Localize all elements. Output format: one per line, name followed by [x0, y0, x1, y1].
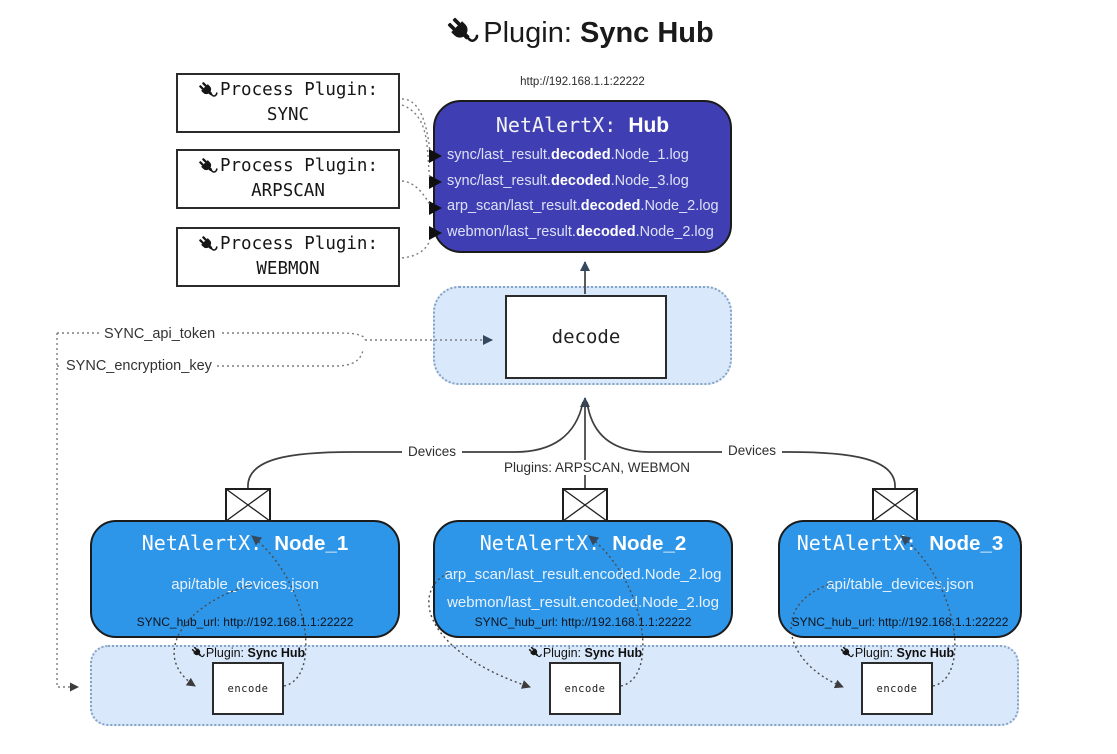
plugins-label: Plugins: ARPSCAN, WEBMON — [498, 460, 697, 475]
plug-icon — [191, 646, 205, 660]
process-plugin-box-arpscan: Process Plugin: ARPSCAN — [176, 149, 400, 209]
wire-sync-to-hub-1 — [401, 98, 431, 153]
plug-icon — [840, 646, 854, 660]
sync-encryption-key-label: SYNC_encryption_key — [62, 358, 216, 374]
envelope-icon — [872, 488, 918, 522]
devices-label-left: Devices — [402, 444, 463, 459]
encode-plugin-label: Plugin: Sync Hub — [505, 646, 665, 660]
node-title: NetAlertX: Node_3 — [796, 531, 1004, 555]
node-hub-url: SYNC_hub_url: http://192.168.1.1:22222 — [474, 615, 692, 629]
wire-sync-to-hub-2 — [401, 104, 431, 180]
node-box-2: NetAlertX: Node_2 arp_scan/last_result.e… — [433, 520, 733, 638]
node-file: api/table_devices.json — [826, 576, 974, 593]
plug-icon — [198, 81, 218, 101]
node-box-1: NetAlertX: Node_1 api/table_devices.json… — [90, 520, 400, 638]
process-plugin-box-webmon: Process Plugin: WEBMON — [176, 227, 400, 287]
node-box-3: NetAlertX: Node_3 api/table_devices.json… — [778, 520, 1022, 638]
hub-box: NetAlertX: Hub sync/last_result.decoded.… — [433, 100, 732, 253]
page-title-plain: Plugin: — [483, 17, 580, 49]
process-plugin-name: WEBMON — [256, 259, 320, 279]
process-plugin-label: Process Plugin: — [219, 234, 379, 254]
node-file: api/table_devices.json — [171, 576, 319, 593]
encode-plugin-label: Plugin: Sync Hub — [817, 646, 977, 660]
node-hub-url: SYNC_hub_url: http://192.168.1.1:22222 — [136, 615, 354, 629]
hub-title-name: Hub — [628, 114, 670, 137]
page-title: Plugin: Sync Hub — [340, 16, 820, 50]
encode-box: encode — [212, 662, 284, 715]
hub-title-prefix: NetAlertX: — [495, 113, 629, 137]
hub-file-line: sync/last_result.decoded.Node_1.log — [447, 147, 689, 163]
node-file: arp_scan/last_result.encoded.Node_2.log — [444, 566, 722, 583]
node-title: NetAlertX: Node_1 — [141, 531, 349, 555]
plug-icon — [198, 157, 218, 177]
process-plugin-name: SYNC — [266, 105, 310, 125]
wire-key-to-strip — [56, 333, 79, 692]
decode-box: decode — [505, 295, 667, 379]
devices-label-right: Devices — [722, 443, 783, 458]
hub-title: NetAlertX: Hub — [435, 113, 730, 138]
encode-box: encode — [861, 662, 933, 715]
plug-icon — [528, 646, 542, 660]
process-plugin-name: ARPSCAN — [251, 181, 325, 201]
hub-url-label: http://192.168.1.1:22222 — [520, 76, 645, 88]
envelope-icon — [225, 488, 271, 522]
hub-file-line: arp_scan/last_result.decoded.Node_2.log — [447, 198, 719, 214]
wire-webmon-to-hub — [401, 239, 431, 259]
node-hub-url: SYNC_hub_url: http://192.168.1.1:22222 — [791, 615, 1009, 629]
plug-icon — [446, 16, 479, 49]
node-title: NetAlertX: Node_2 — [479, 531, 687, 555]
hub-file-line: sync/last_result.decoded.Node_3.log — [447, 172, 689, 189]
sync-api-token-label: SYNC_api_token — [100, 326, 220, 342]
process-plugin-box-sync: Process Plugin: SYNC — [176, 73, 400, 133]
encode-plugin-label: Plugin: Sync Hub — [168, 646, 328, 660]
process-plugin-label: Process Plugin: — [219, 156, 379, 176]
process-plugin-label: Process Plugin: — [219, 80, 379, 100]
wire-arpscan-to-hub — [401, 180, 431, 206]
hub-file-line: webmon/last_result.decoded.Node_2.log — [447, 223, 714, 240]
plug-icon — [198, 235, 218, 255]
encode-box: encode — [549, 662, 621, 715]
node-file: webmon/last_result.encoded.Node_2.log — [447, 594, 719, 611]
page-title-bold: Sync Hub — [579, 17, 714, 49]
envelope-icon — [562, 488, 608, 522]
